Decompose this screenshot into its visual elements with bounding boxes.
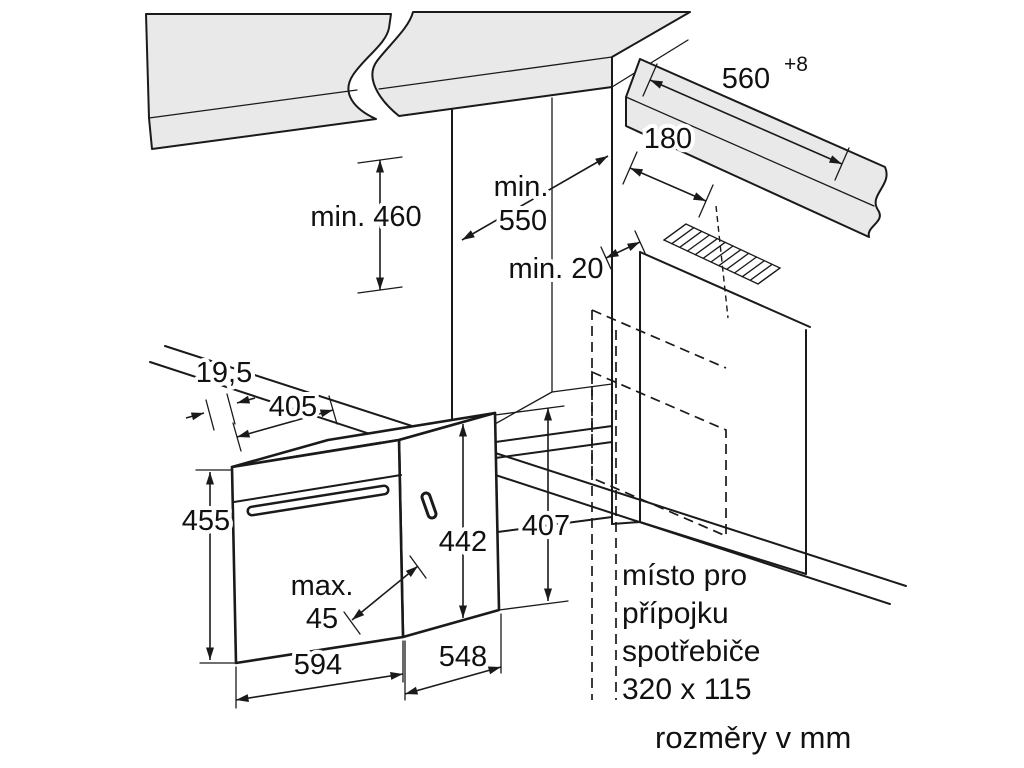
oven-handle — [246, 484, 390, 517]
dim-niche-depth: min. 550 — [461, 155, 609, 241]
hatch-pattern — [663, 223, 781, 285]
dim-oven-height-label: 455 — [182, 505, 230, 537]
right-cabinet — [611, 251, 811, 575]
oven — [230, 411, 501, 665]
dim-oven-height: 455 — [178, 469, 237, 664]
dim-oven-inner-height-label: 442 — [439, 526, 487, 558]
dim-niche-width-tolerance: +8 — [784, 53, 808, 76]
dim-oven-depth-label: 548 — [439, 641, 487, 673]
dim-back-gap: min. 20 — [504, 230, 646, 289]
dim-oven-width-label: 594 — [294, 649, 342, 681]
dim-handle-max: max. 45 — [287, 555, 427, 639]
dim-vent-offset-label: 180 — [644, 123, 692, 155]
dim-oven-front-offset: 19,5 — [185, 353, 256, 431]
oven-side-face — [397, 411, 501, 639]
countertop-left — [145, 11, 691, 150]
dim-oven-top-depth-label: 405 — [269, 391, 317, 423]
connection-note: místo pro přípojku spotřebiče 320 x 115 — [618, 555, 764, 710]
dim-niche-height: min. 460 — [306, 156, 426, 294]
vent-cutout — [662, 205, 782, 319]
dim-oven-front-offset-label: 19,5 — [196, 357, 252, 389]
connection-note-line2: přípojku — [622, 597, 729, 630]
dim-vent-offset: 180 — [622, 119, 714, 218]
oven-control-panel-line — [233, 474, 402, 503]
dim-oven-width: 594 — [235, 640, 404, 709]
dim-handle-max-prefix: max. — [291, 570, 354, 602]
connection-note-line1: místo pro — [622, 559, 747, 592]
dim-oven-depth: 548 — [404, 613, 502, 701]
dim-niche-depth-label: 550 — [499, 205, 547, 237]
dim-oven-side-height-label: 407 — [522, 510, 570, 542]
floor-lines — [149, 345, 907, 605]
dim-oven-inner-height: 442 — [435, 424, 491, 618]
dim-oven-side-height: 407 — [494, 405, 574, 611]
dim-niche-width: 560 +8 — [642, 49, 850, 181]
dim-back-gap-label: min. 20 — [508, 253, 603, 285]
dim-handle-max-label: 45 — [306, 603, 338, 635]
connection-note-line3: spotřebiče — [622, 635, 760, 668]
units-note: rozměry v mm — [655, 720, 851, 755]
connection-space-dashed — [591, 309, 727, 700]
dim-niche-depth-prefix: min. — [494, 171, 549, 203]
dim-niche-height-label: min. 460 — [310, 201, 421, 233]
dim-oven-top-depth: 405 — [232, 387, 338, 452]
connection-note-line4: 320 x 115 — [622, 673, 752, 706]
dim-niche-width-label: 560 — [722, 63, 770, 95]
oven-side-recess — [420, 491, 438, 520]
